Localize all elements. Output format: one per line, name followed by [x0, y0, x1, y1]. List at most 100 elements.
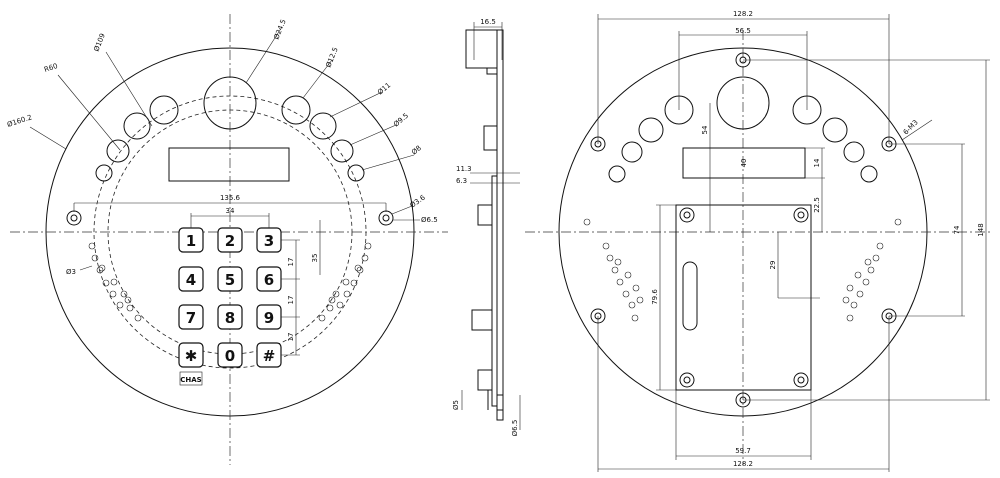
dim-3-6: Ø3.6 [409, 193, 428, 209]
leader [57, 74, 121, 151]
hole-right-3 [330, 139, 354, 163]
dim-8: Ø8 [410, 144, 423, 157]
dim-56-5: 56.5 [735, 27, 751, 35]
dim-40: 40 [740, 159, 748, 168]
dim-128-2-bottom: 128.2 [733, 460, 753, 468]
side-nut-top [477, 204, 493, 226]
hole-right-2 [309, 112, 337, 140]
dim-148: 148 [977, 223, 985, 236]
rear-pcb-plate [675, 204, 812, 391]
brand-label-box [179, 371, 203, 386]
key-4-label: 4 [186, 271, 196, 289]
key-7-label: 7 [186, 309, 196, 327]
leader [391, 205, 413, 215]
dim-3: Ø3 [66, 268, 76, 276]
dim-side-6-5: Ø6.5 [511, 420, 519, 437]
brand-label: CHAS [180, 376, 201, 384]
key-2 [217, 227, 243, 253]
side-panel-plate [496, 29, 504, 421]
key-2-label: 2 [225, 232, 235, 250]
key-3-label: 3 [264, 232, 274, 250]
leader [361, 154, 415, 171]
dim-r60: R60 [43, 62, 59, 74]
side-view: 16.5 11.3 6.3 Ø5 Ø6.5 [452, 18, 521, 437]
key-star [178, 342, 204, 368]
side-bottom-block [496, 394, 504, 411]
dim-54: 54 [701, 125, 709, 134]
hole-left-4 [95, 164, 113, 182]
rear-display-window [682, 147, 806, 179]
dim-24-5: Ø24.5 [272, 18, 287, 41]
dim-5: Ø5 [452, 400, 460, 410]
key-9-label: 9 [264, 309, 274, 327]
leader [329, 91, 383, 118]
key-6-label: 6 [264, 271, 274, 289]
dim-29: 29 [769, 261, 777, 270]
key-0 [217, 342, 243, 368]
key-1-label: 1 [186, 232, 196, 250]
dim-6-5: Ø6.5 [421, 216, 438, 224]
hole-left-2 [123, 112, 151, 140]
dim-6-3: 6.3 [456, 177, 467, 185]
mount-hole-left-inner [70, 214, 78, 222]
led-holes-right [318, 242, 372, 322]
side-nut-bottom [477, 369, 493, 391]
dim-22-5: 22.5 [813, 197, 821, 213]
key-7 [178, 304, 204, 330]
leader [29, 126, 67, 150]
rear-hole [860, 165, 878, 183]
dim-160-2: Ø160.2 [6, 113, 33, 129]
dim-11-3: 11.3 [456, 165, 472, 173]
hole-right-4 [347, 164, 365, 182]
rear-hole [608, 165, 626, 183]
key-4 [178, 266, 204, 292]
key-star-label: ✱ [185, 347, 198, 365]
leader [105, 51, 153, 127]
leader [901, 119, 933, 141]
dim-17-b: 17 [287, 296, 295, 305]
leader [302, 59, 333, 99]
rear-hole-large [716, 76, 770, 130]
leader [349, 124, 397, 146]
rear-hole [621, 141, 643, 163]
rear-led-holes-right [842, 218, 902, 322]
dim-59-7: 59.7 [735, 447, 751, 455]
dim-34: 34 [226, 207, 235, 215]
key-0-label: 0 [225, 347, 235, 365]
dim-35: 35 [311, 254, 319, 263]
dim-74: 74 [953, 225, 961, 234]
dim-17-c: 17 [287, 333, 295, 342]
dim-6-m3: 6-M3 [902, 118, 920, 136]
dim-12-5: Ø12.5 [324, 46, 339, 69]
dim-14: 14 [813, 158, 821, 167]
dim-16-5: 16.5 [480, 18, 496, 26]
side-lens-top [465, 29, 498, 69]
rear-hole [843, 141, 865, 163]
hole-left-3 [106, 139, 130, 163]
side-keypad-block [491, 175, 498, 407]
side-stud-mid [471, 309, 493, 331]
led-holes-left [88, 242, 142, 322]
keypad: 1 2 3 4 5 6 7 8 9 ✱ 0 # [178, 227, 282, 368]
key-5 [217, 266, 243, 292]
display-window [168, 147, 290, 182]
leader [79, 265, 93, 271]
key-hash-label: # [263, 347, 276, 365]
rear-hole [638, 117, 664, 143]
rear-view: 128.2 56.5 54 40 14 22.5 6-M3 74 148 29 … [525, 10, 992, 472]
key-5-label: 5 [225, 271, 235, 289]
pcb-nuts [679, 207, 809, 388]
key-8 [217, 304, 243, 330]
hole-left-1 [149, 95, 179, 125]
mount-hole-right [378, 210, 394, 226]
front-view: 1 2 3 4 5 6 7 8 9 ✱ 0 # CHAS [6, 14, 448, 465]
side-lens-neck [486, 67, 498, 75]
m3-screw-holes [590, 52, 897, 408]
key-8-label: 8 [225, 309, 235, 327]
dim-128-2-top: 128.2 [733, 10, 753, 18]
dim-109: Ø109 [92, 32, 106, 52]
leader [245, 29, 281, 84]
hole-24-5 [203, 76, 257, 130]
dim-11: Ø11 [376, 81, 392, 96]
